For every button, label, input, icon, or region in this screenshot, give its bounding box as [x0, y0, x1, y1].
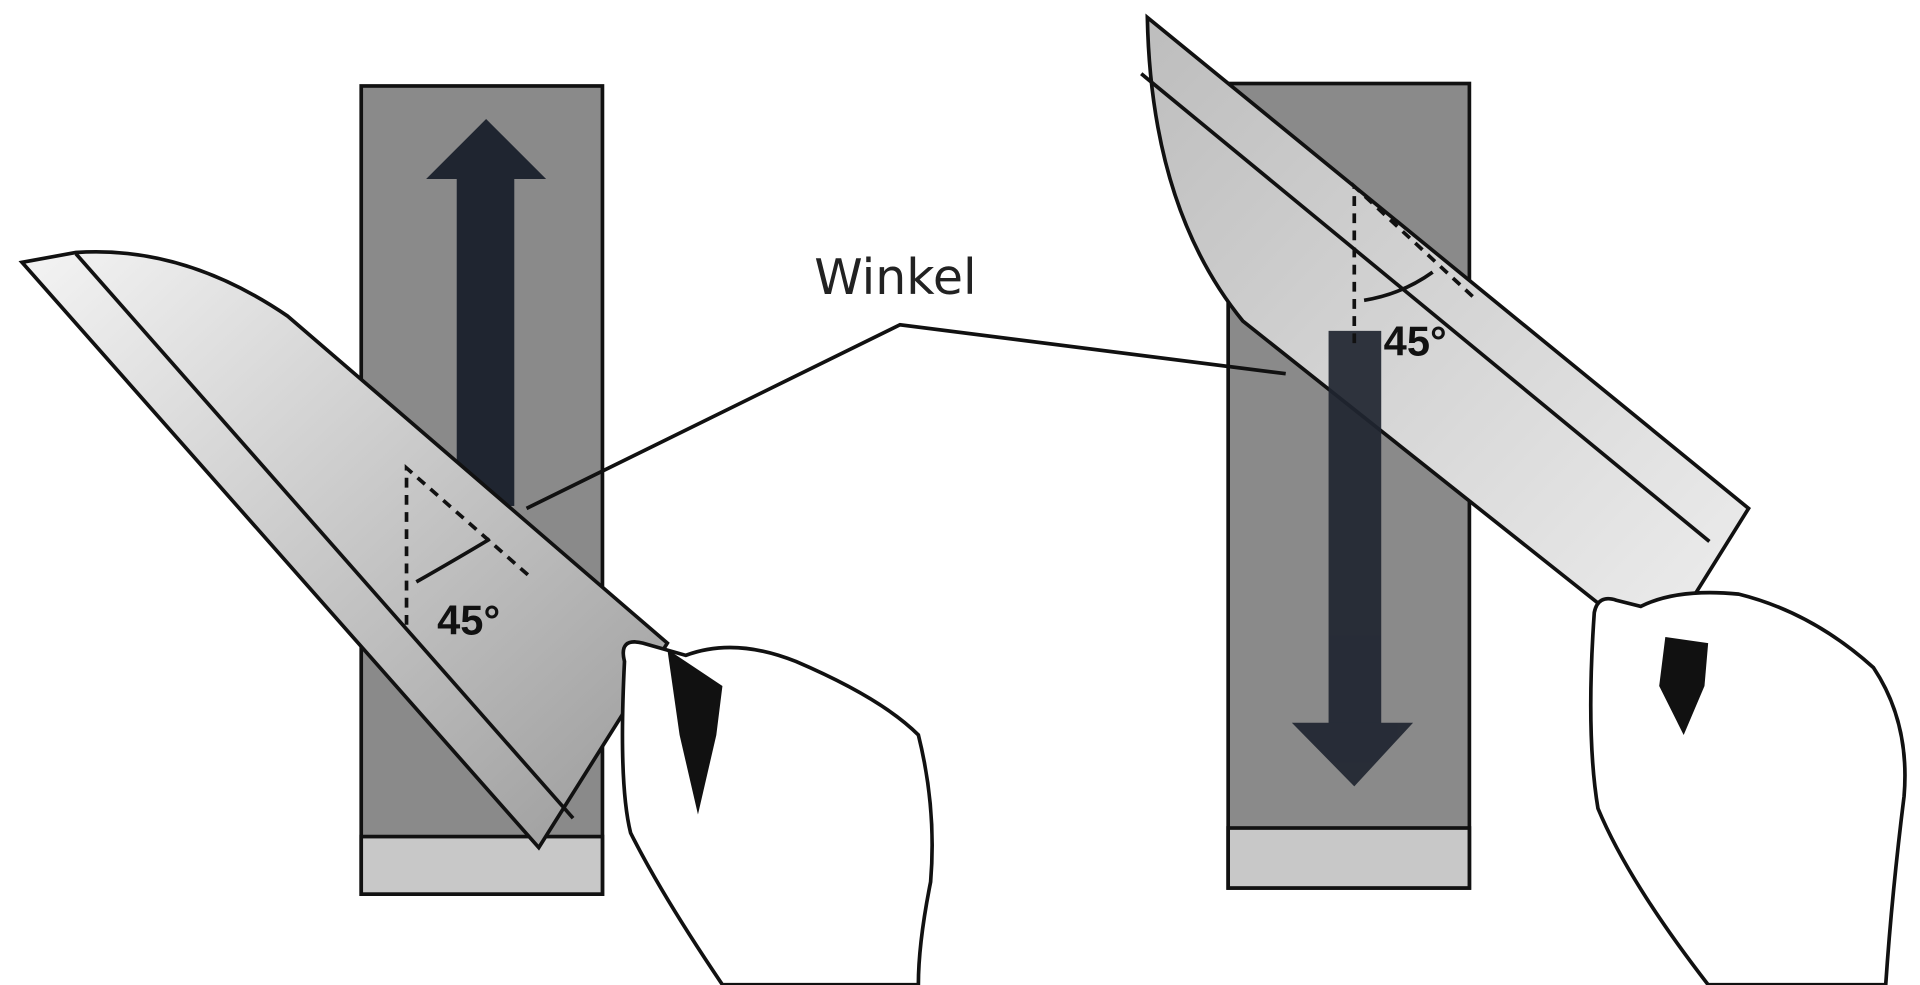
whetstone-base	[1226, 826, 1472, 890]
knife-blade	[18, 250, 670, 851]
angle-label: 45°	[1384, 317, 1447, 364]
whetstone-base	[359, 834, 605, 896]
knife-blade	[1145, 13, 1751, 655]
angle-label: 45°	[437, 597, 500, 644]
hand	[1588, 590, 1907, 985]
bevel-line	[1140, 72, 1711, 543]
knife-handle	[1659, 636, 1709, 735]
arrow-down-icon	[1291, 330, 1414, 787]
leader-line	[525, 322, 1286, 511]
knife-handle	[667, 649, 723, 815]
arrow-up-icon	[426, 119, 547, 506]
hand	[620, 640, 934, 985]
angle-callout: Winkel	[525, 249, 1286, 511]
angle-arc	[1363, 270, 1434, 303]
angle-guide	[1352, 182, 1478, 344]
callout-label: Winkel	[814, 249, 976, 306]
left-sharpening-illustration: 45°	[18, 84, 934, 985]
right-sharpening-illustration: 45°	[1140, 13, 1907, 985]
bevel-line	[74, 252, 575, 820]
angle-arc	[415, 537, 491, 584]
